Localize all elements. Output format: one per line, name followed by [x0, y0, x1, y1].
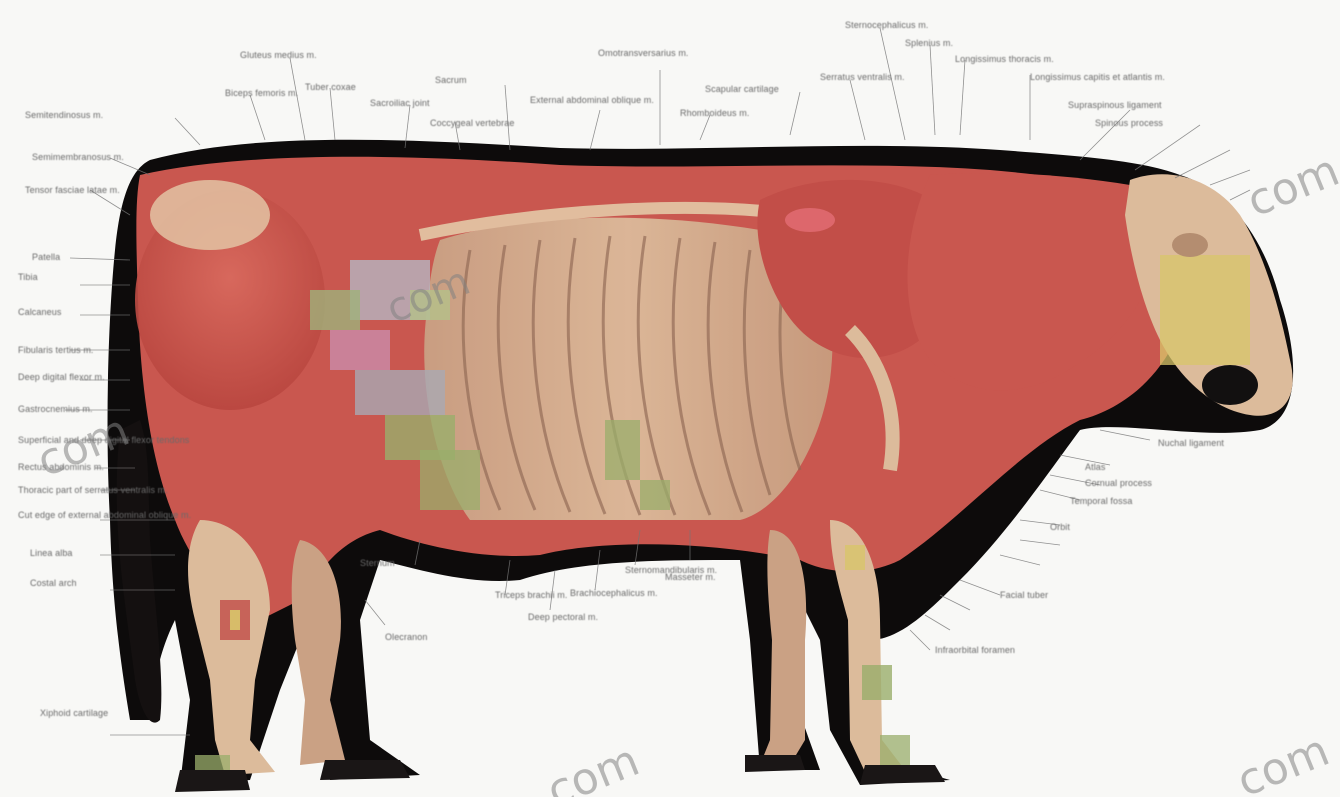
hoof	[175, 770, 250, 792]
label: Sternocephalicus m.	[845, 20, 928, 30]
label: Temporal fossa	[1070, 496, 1132, 506]
label: Biceps femoris m.	[225, 88, 298, 98]
label: Splenius m.	[905, 38, 953, 48]
label: Rhomboideus m.	[680, 108, 749, 118]
label: Longissimus capitis et atlantis m.	[1030, 72, 1165, 82]
label: Tuber coxae	[305, 82, 356, 92]
label: Calcaneus	[18, 307, 61, 317]
label: Fibularis tertius m.	[18, 345, 94, 355]
label: Infraorbital foramen	[935, 645, 1015, 655]
label: Xiphoid cartilage	[40, 708, 108, 718]
label: Semimembranosus m.	[32, 152, 124, 162]
label: Omotransversarius m.	[598, 48, 689, 58]
label: External abdominal oblique m.	[530, 95, 654, 105]
label: Gastrocnemius m.	[18, 404, 93, 414]
label: Spinous process	[1095, 118, 1163, 128]
label: Gluteus medius m.	[240, 50, 317, 60]
label: Scapular cartilage	[705, 84, 779, 94]
label: Tensor fasciae latae m.	[25, 185, 120, 195]
label: Deep digital flexor m.	[18, 372, 105, 382]
label: Patella	[32, 252, 60, 262]
label: Masseter m.	[665, 572, 716, 582]
label: Cut edge of external abdominal oblique m…	[18, 510, 191, 520]
label: Orbit	[1050, 522, 1070, 532]
label: Triceps brachii m.	[495, 590, 567, 600]
hoof	[745, 755, 805, 772]
label: Nuchal ligament	[1158, 438, 1224, 448]
label: Deep pectoral m.	[528, 612, 598, 622]
label: Sacroiliac joint	[370, 98, 430, 108]
label: Coccygeal vertebrae	[430, 118, 514, 128]
label: Sacrum	[435, 75, 467, 85]
label: Supraspinous ligament	[1068, 100, 1162, 110]
label: Sternum	[360, 558, 395, 568]
label: Olecranon	[385, 632, 427, 642]
label: Semitendinosus m.	[25, 110, 103, 120]
label: Tibia	[18, 272, 38, 282]
label: Linea alba	[30, 548, 73, 558]
label: Serratus ventralis m.	[820, 72, 905, 82]
hoof	[860, 765, 945, 784]
label: Cornual process	[1085, 478, 1152, 488]
label: Thoracic part of serratus ventralis m.	[18, 485, 168, 495]
hoof	[320, 760, 410, 780]
label: Costal arch	[30, 578, 77, 588]
label: Atlas	[1085, 462, 1106, 472]
tuber-coxae-bone	[150, 180, 270, 250]
label: Facial tuber	[1000, 590, 1048, 600]
label: Brachiocephalicus m.	[570, 588, 658, 598]
label: Longissimus thoracis m.	[955, 54, 1054, 64]
